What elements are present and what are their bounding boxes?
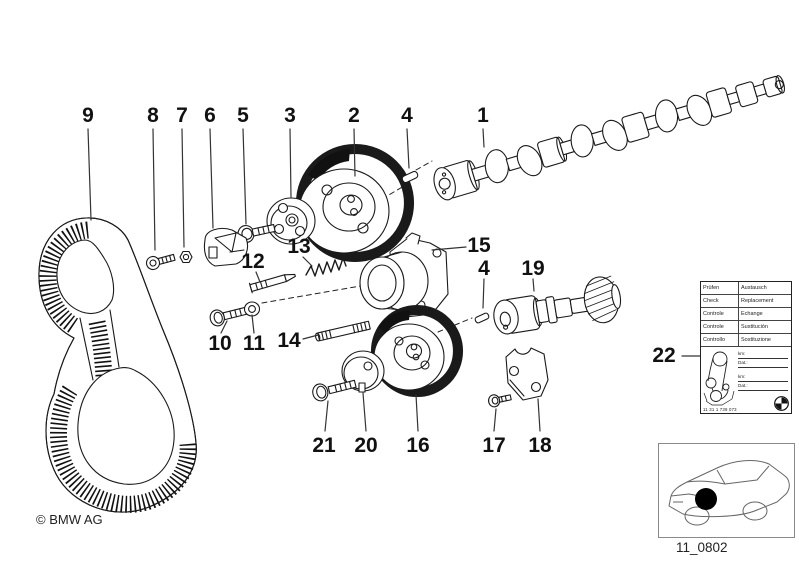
callout-6[interactable]: 6 (204, 104, 216, 127)
part-6-belt-guard-cap (203, 227, 249, 267)
callout-1[interactable]: 1 (477, 104, 489, 127)
car-icon (668, 460, 790, 526)
part-11-washer (243, 301, 261, 317)
part-4-dowel-pin-lower (474, 312, 490, 324)
inspection-cell: Sustitución (741, 324, 768, 330)
leader-lines (87, 128, 701, 432)
inspection-row: Controllo Sostituzione (701, 334, 791, 347)
part-10-hex-bolt (209, 306, 250, 327)
inspection-cell: Austausch (741, 285, 767, 291)
inspection-row: Check Replacement (701, 295, 791, 308)
part-5-flange-bolt (237, 223, 276, 244)
inspection-row: Controle Sustitución (701, 321, 791, 334)
inspection-cell: Controllo (701, 334, 739, 346)
inspection-cell: Sostituzione (741, 337, 771, 343)
sticker-part-number: 11 31 1 739 073 (703, 407, 737, 412)
inspection-cell: Controle (701, 321, 739, 333)
part-1-camshaft (433, 75, 786, 201)
part-3-end-plate (266, 197, 316, 245)
inspection-cell: Check (701, 295, 739, 307)
callout-5[interactable]: 5 (237, 104, 249, 127)
bmw-roundel-icon (774, 396, 789, 411)
drawing-number: 11_0802 (676, 540, 728, 555)
part-14-stud-bolt (314, 320, 371, 342)
callout-2[interactable]: 2 (348, 104, 360, 127)
callout-22[interactable]: 22 (652, 344, 675, 367)
callout-19[interactable]: 19 (521, 257, 544, 280)
part-4-dowel-pin-upper (401, 170, 419, 184)
mini-belt-icon (703, 351, 735, 406)
inspection-row: Controle Echange (701, 308, 791, 321)
callout-4-lower[interactable]: 4 (478, 257, 490, 280)
part-7-nut (179, 250, 193, 264)
sticker-field-km2: km: (738, 373, 788, 382)
callout-15[interactable]: 15 (467, 234, 491, 257)
part-13-tensioner-spring (305, 257, 347, 277)
callout-11[interactable]: 11 (243, 332, 266, 355)
callout-14[interactable]: 14 (277, 329, 301, 352)
part-17-screw (488, 394, 512, 408)
part-9-timing-belt (38, 217, 197, 513)
sticker-field-dat1: Dat.: (738, 359, 788, 368)
inspection-sticker: Prüfen Austausch Check Replacement Contr… (700, 281, 792, 414)
copyright-text: © BMW AG (36, 512, 103, 527)
callout-9[interactable]: 9 (82, 104, 94, 127)
callout-3[interactable]: 3 (284, 104, 296, 127)
inspection-row: Prüfen Austausch (701, 282, 791, 295)
callout-17[interactable]: 17 (482, 434, 505, 457)
part-8-socket-bolt (145, 253, 176, 271)
part-2-camshaft-sprocket (295, 143, 415, 263)
sticker-field-dat2: Dat.: (738, 382, 788, 391)
callout-18[interactable]: 18 (528, 434, 552, 457)
part-19-intermediate-shaft (493, 275, 622, 335)
inspection-sticker-lower: km: Dat.: km: Dat.: 11 31 1 739 073 (701, 347, 791, 413)
callout-7[interactable]: 7 (176, 104, 188, 127)
part-21-hex-bolt (312, 379, 357, 402)
vehicle-thumbnail (658, 443, 795, 538)
callout-12[interactable]: 12 (241, 250, 264, 273)
callout-16[interactable]: 16 (406, 434, 429, 457)
part-16-intermediate-sprocket (370, 304, 464, 398)
location-dot (695, 488, 717, 510)
callout-20[interactable]: 20 (354, 434, 377, 457)
part-15-tensioner-housing (359, 232, 449, 318)
callout-8[interactable]: 8 (147, 104, 159, 127)
callout-21[interactable]: 21 (312, 434, 336, 457)
callout-10[interactable]: 10 (208, 332, 231, 355)
inspection-cell: Echange (741, 311, 763, 317)
inspection-cell: Prüfen (701, 282, 739, 294)
part-12-pivot-pin (248, 273, 296, 294)
sticker-field-km1: km: (738, 350, 788, 359)
callout-4-upper[interactable]: 4 (401, 104, 413, 127)
part-18-retaining-bracket (505, 347, 549, 401)
callout-13[interactable]: 13 (287, 235, 310, 258)
inspection-cell: Controle (701, 308, 739, 320)
inspection-cell: Replacement (741, 298, 774, 304)
